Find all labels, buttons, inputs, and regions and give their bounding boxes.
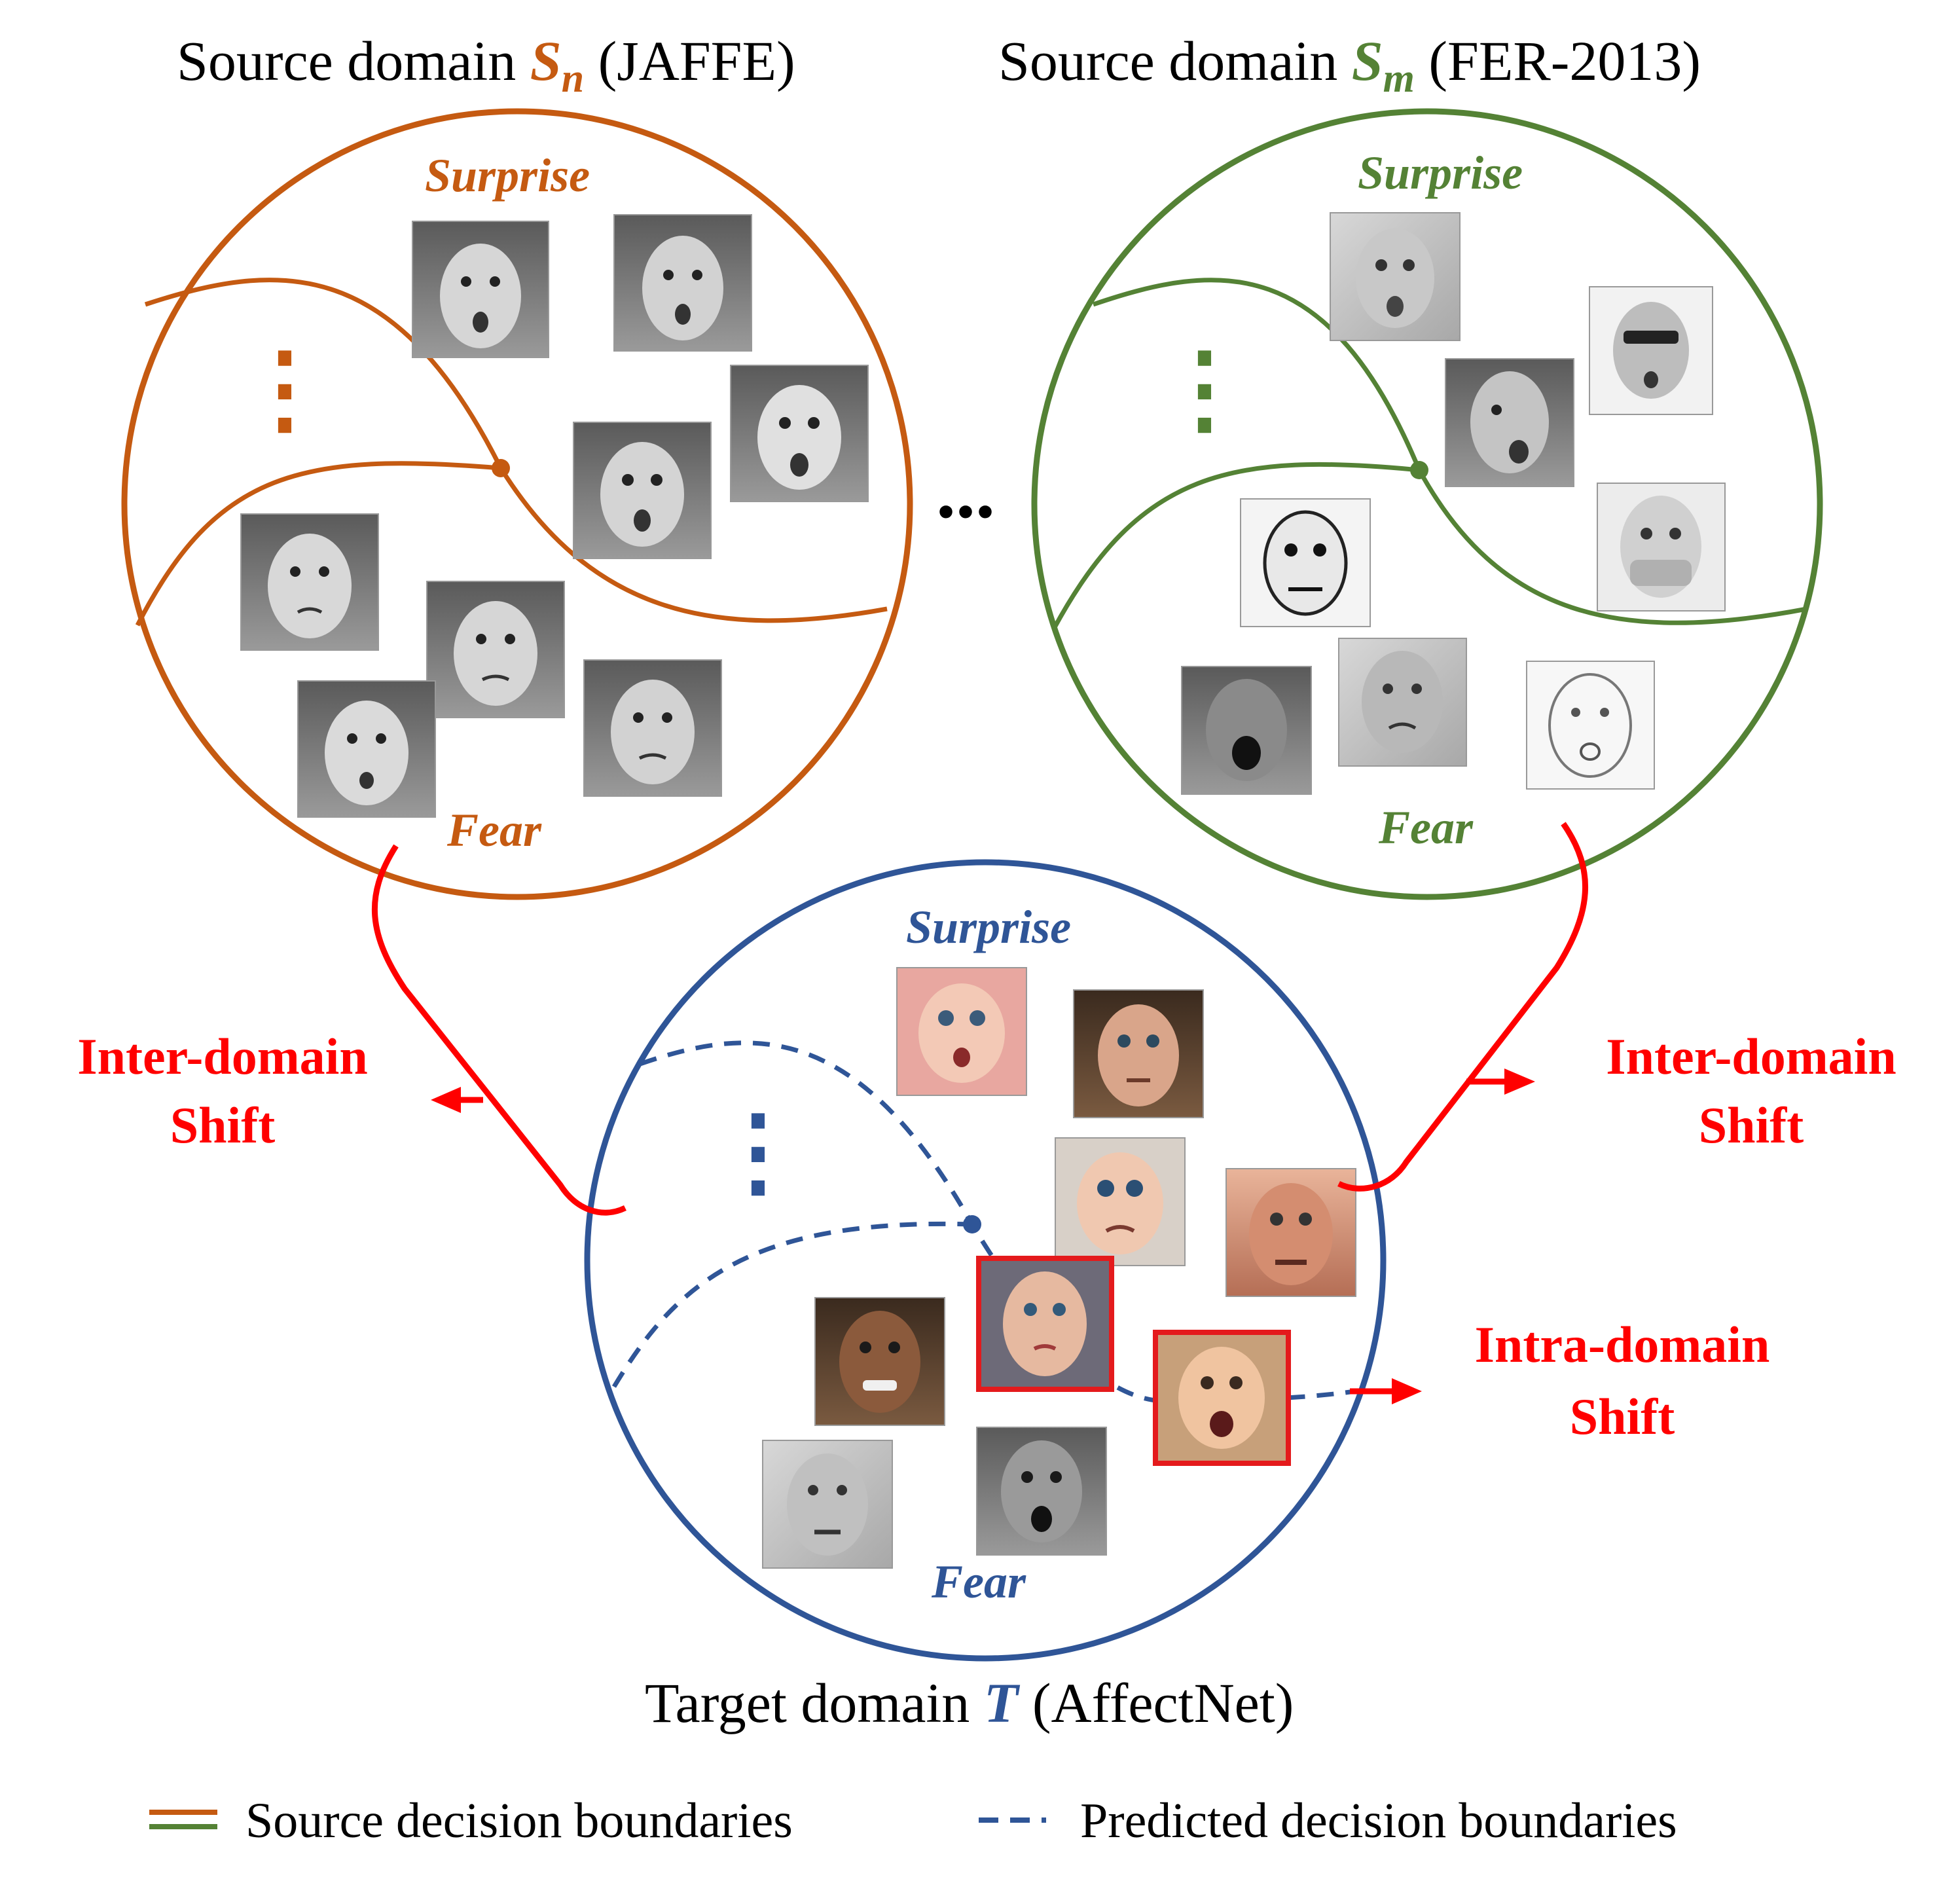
face-m-4 bbox=[1597, 483, 1726, 612]
circle-m-ellipsis: ⋮ bbox=[1155, 335, 1254, 444]
face-n-8 bbox=[583, 659, 722, 797]
inter-shift-right-line1: Inter-domain bbox=[1606, 1028, 1896, 1085]
face-n-5 bbox=[240, 513, 379, 651]
predicted-boundary-2 bbox=[612, 1221, 973, 1388]
face-n-2 bbox=[613, 214, 752, 352]
face-t-4 bbox=[1225, 1168, 1356, 1297]
source-m-title-suffix: (FER-2013) bbox=[1415, 29, 1701, 92]
boundary-n-2 bbox=[135, 461, 501, 627]
circle-source-n: ⋮ Surprise Fear bbox=[121, 108, 913, 900]
face-t-8 bbox=[762, 1440, 893, 1569]
target-title-suffix: (AffectNet) bbox=[1018, 1671, 1294, 1734]
circle-m-fear-label: Fear bbox=[1378, 801, 1474, 854]
inter-shift-left-line1: Inter-domain bbox=[77, 1028, 367, 1085]
face-t-3 bbox=[1055, 1137, 1186, 1266]
between-circles-ellipsis: ... bbox=[936, 447, 995, 534]
source-n-title-suffix: (JAFFE) bbox=[584, 29, 795, 92]
source-n-subscript: n bbox=[562, 56, 584, 101]
inter-shift-left: Inter-domain Shift bbox=[77, 844, 626, 1216]
inter-shift-right-line2: Shift bbox=[1699, 1097, 1804, 1154]
inter-shift-left-line2: Shift bbox=[170, 1097, 275, 1154]
circle-target: ⋮ Surprise Fear bbox=[584, 859, 1387, 1662]
face-t-1 bbox=[896, 967, 1027, 1096]
boundary-m-junction bbox=[1410, 461, 1428, 479]
face-n-4 bbox=[573, 422, 712, 559]
circle-t-fear-label: Fear bbox=[931, 1556, 1026, 1608]
face-n-6 bbox=[426, 581, 565, 718]
legend-source-label: Source decision boundaries bbox=[245, 1793, 793, 1848]
face-n-3 bbox=[730, 365, 869, 502]
face-t-2 bbox=[1073, 989, 1204, 1118]
source-n-title: Source domain Sn (JAFFE) bbox=[177, 29, 795, 101]
legend-predicted-label: Predicted decision boundaries bbox=[1080, 1793, 1677, 1848]
circle-n-border bbox=[121, 108, 913, 900]
target-title: Target domain T (AffectNet) bbox=[645, 1671, 1294, 1734]
face-t-5-red-frame bbox=[976, 1256, 1114, 1392]
intra-shift: Intra-domain Shift bbox=[1350, 1316, 1769, 1445]
face-n-1 bbox=[412, 221, 549, 358]
circle-source-m: ⋮ Surprise Fear bbox=[1031, 108, 1823, 900]
face-m-5 bbox=[1240, 498, 1371, 627]
intra-shift-line2: Shift bbox=[1570, 1388, 1675, 1445]
boundary-m-2 bbox=[1051, 462, 1420, 630]
intra-shift-line1: Intra-domain bbox=[1475, 1316, 1770, 1373]
face-t-5 bbox=[976, 1256, 1114, 1392]
circle-n-surprise-label: Surprise bbox=[425, 149, 590, 202]
legend: Source decision boundaries Predicted dec… bbox=[149, 1793, 1677, 1848]
face-t-7 bbox=[1153, 1330, 1291, 1466]
legend-predicted: Predicted decision boundaries bbox=[979, 1793, 1677, 1848]
source-m-title: Source domain Sm (FER-2013) bbox=[998, 29, 1701, 101]
circle-n-ellipsis: ⋮ bbox=[236, 335, 334, 444]
source-m-subscript: m bbox=[1383, 56, 1415, 101]
face-m-1 bbox=[1330, 212, 1461, 341]
face-m-6 bbox=[1181, 666, 1312, 795]
circle-m-border bbox=[1031, 108, 1823, 900]
source-m-title-prefix: Source domain bbox=[998, 29, 1352, 92]
face-m-2 bbox=[1589, 286, 1713, 415]
intra-shift-arrowhead bbox=[1392, 1378, 1422, 1404]
target-title-prefix: Target domain bbox=[645, 1671, 984, 1734]
circle-t-surprise-label: Surprise bbox=[906, 901, 1071, 953]
inter-shift-right: Inter-domain Shift bbox=[1337, 822, 1896, 1192]
predicted-boundary-junction bbox=[963, 1215, 981, 1233]
inter-shift-left-bracket bbox=[371, 844, 626, 1216]
inter-shift-right-arrowhead bbox=[1504, 1068, 1535, 1095]
face-n-7 bbox=[297, 680, 436, 818]
source-n-symbol: S bbox=[530, 29, 562, 92]
face-m-8 bbox=[1526, 661, 1655, 790]
source-n-title-prefix: Source domain bbox=[177, 29, 530, 92]
target-symbol: T bbox=[984, 1671, 1021, 1734]
legend-source: Source decision boundaries bbox=[149, 1793, 793, 1848]
inter-shift-right-bracket bbox=[1337, 822, 1588, 1192]
circle-m-surprise-label: Surprise bbox=[1358, 147, 1523, 199]
inter-shift-left-arrowhead bbox=[431, 1087, 461, 1113]
circle-t-ellipsis: ⋮ bbox=[709, 1098, 807, 1207]
face-t-9 bbox=[976, 1427, 1107, 1556]
source-m-symbol: S bbox=[1352, 29, 1383, 92]
face-t-7-red-frame bbox=[1153, 1330, 1291, 1466]
circle-t-border bbox=[584, 859, 1387, 1662]
face-m-7 bbox=[1338, 638, 1467, 767]
face-m-3 bbox=[1445, 358, 1574, 487]
face-t-6 bbox=[814, 1297, 945, 1426]
circle-n-fear-label: Fear bbox=[446, 804, 542, 856]
boundary-n-junction bbox=[492, 459, 510, 477]
